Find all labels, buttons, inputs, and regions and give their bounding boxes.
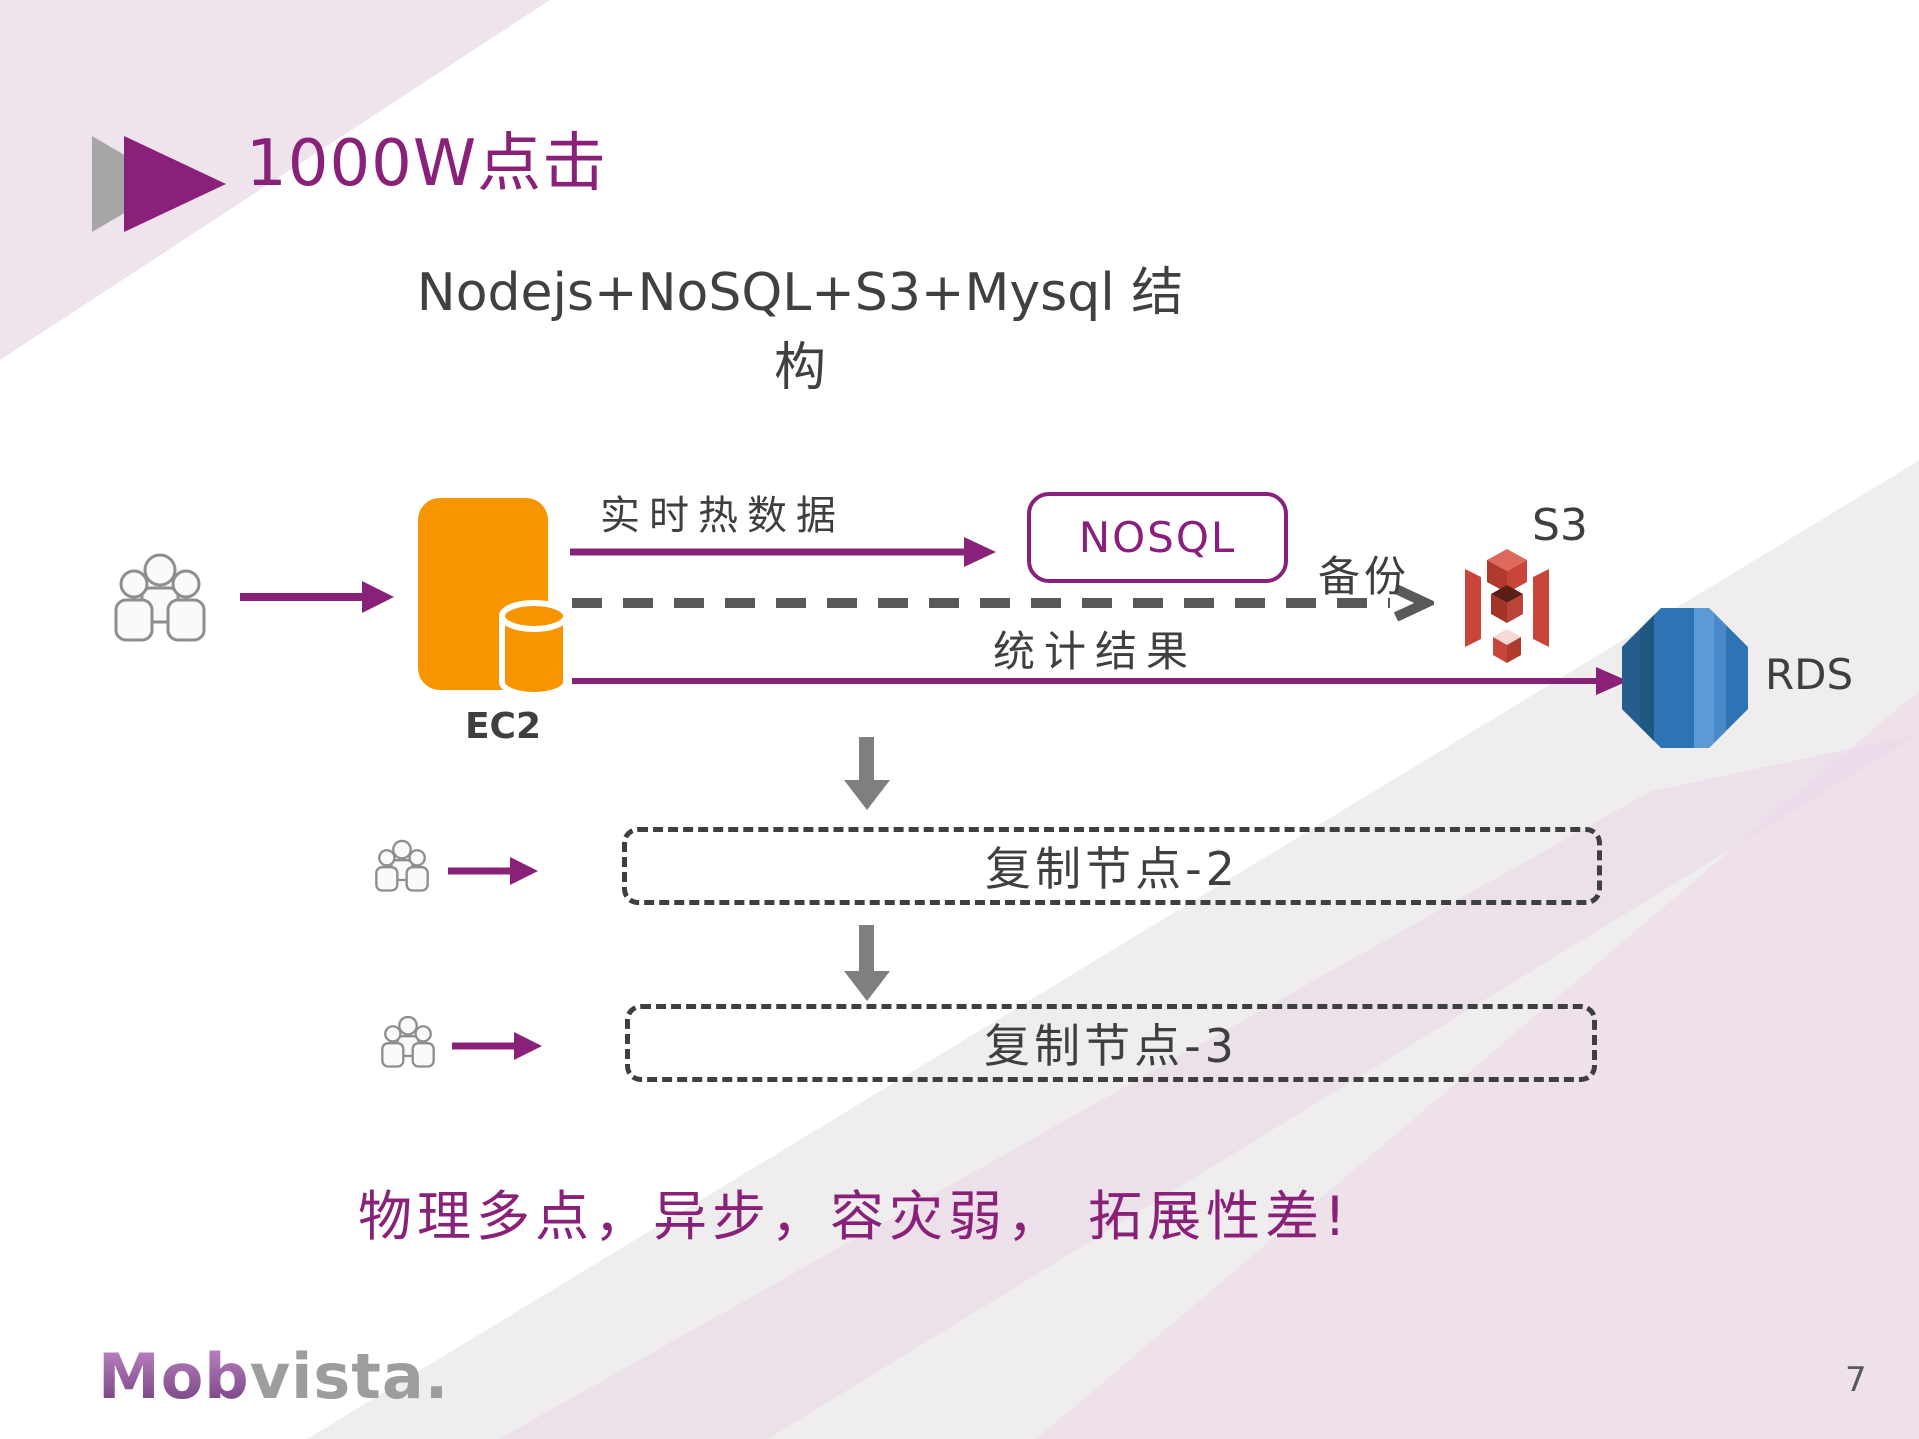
s3-icon xyxy=(1465,549,1549,663)
s3-label: S3 xyxy=(1532,500,1588,551)
ec2-label: EC2 xyxy=(464,706,542,747)
stats-arrow-label: 统计结果 xyxy=(993,627,1198,676)
rds-label: RDS xyxy=(1765,650,1854,699)
logo-part-vista: vista. xyxy=(249,1340,450,1413)
down-block-arrow-head xyxy=(844,780,890,810)
users-group-icon xyxy=(114,553,206,642)
mobvista-logo: Mobvista. xyxy=(98,1340,449,1413)
nosql-node: NOSQL xyxy=(1027,492,1288,583)
nosql-label: NOSQL xyxy=(1078,513,1237,562)
realtime-arrow-label: 实时热数据 xyxy=(600,493,845,539)
diagram-subtitle: Nodejs+NoSQL+S3+Mysql 结构 xyxy=(416,263,1184,398)
arrow-ec2-to-nosql xyxy=(570,537,996,567)
arrow-ec2-to-rds xyxy=(572,667,1628,695)
rds-icon xyxy=(1622,608,1748,748)
users-group-icon xyxy=(375,839,429,892)
bottom-note: 物理多点，异步，容灾弱， 拓展性差! xyxy=(358,1185,1351,1248)
arrow-users-to-replica2 xyxy=(448,857,538,885)
replica-node-3-label: 复制节点-3 xyxy=(984,1019,1238,1073)
arrow-users-to-ec2 xyxy=(240,581,394,613)
page-number: 7 xyxy=(1845,1360,1867,1400)
down-block-arrow-stem xyxy=(859,925,874,973)
arrow-users-to-replica3 xyxy=(452,1032,542,1060)
logo-part-mob: Mob xyxy=(98,1340,250,1413)
page-title: 1000W点击 xyxy=(246,127,608,201)
title-chevron-icon xyxy=(92,136,226,232)
replica-node-3: 复制节点-3 xyxy=(625,1004,1597,1082)
ec2-icon xyxy=(418,498,569,698)
down-block-arrow-stem xyxy=(859,737,874,782)
replica-node-2-label: 复制节点-2 xyxy=(985,842,1239,896)
backup-arrow-label: 备份 xyxy=(1318,552,1411,601)
backup-dashed-arrow xyxy=(572,585,1434,621)
down-block-arrow-head xyxy=(844,971,890,1001)
users-group-icon xyxy=(381,1015,435,1068)
replica-node-2: 复制节点-2 xyxy=(622,827,1602,905)
